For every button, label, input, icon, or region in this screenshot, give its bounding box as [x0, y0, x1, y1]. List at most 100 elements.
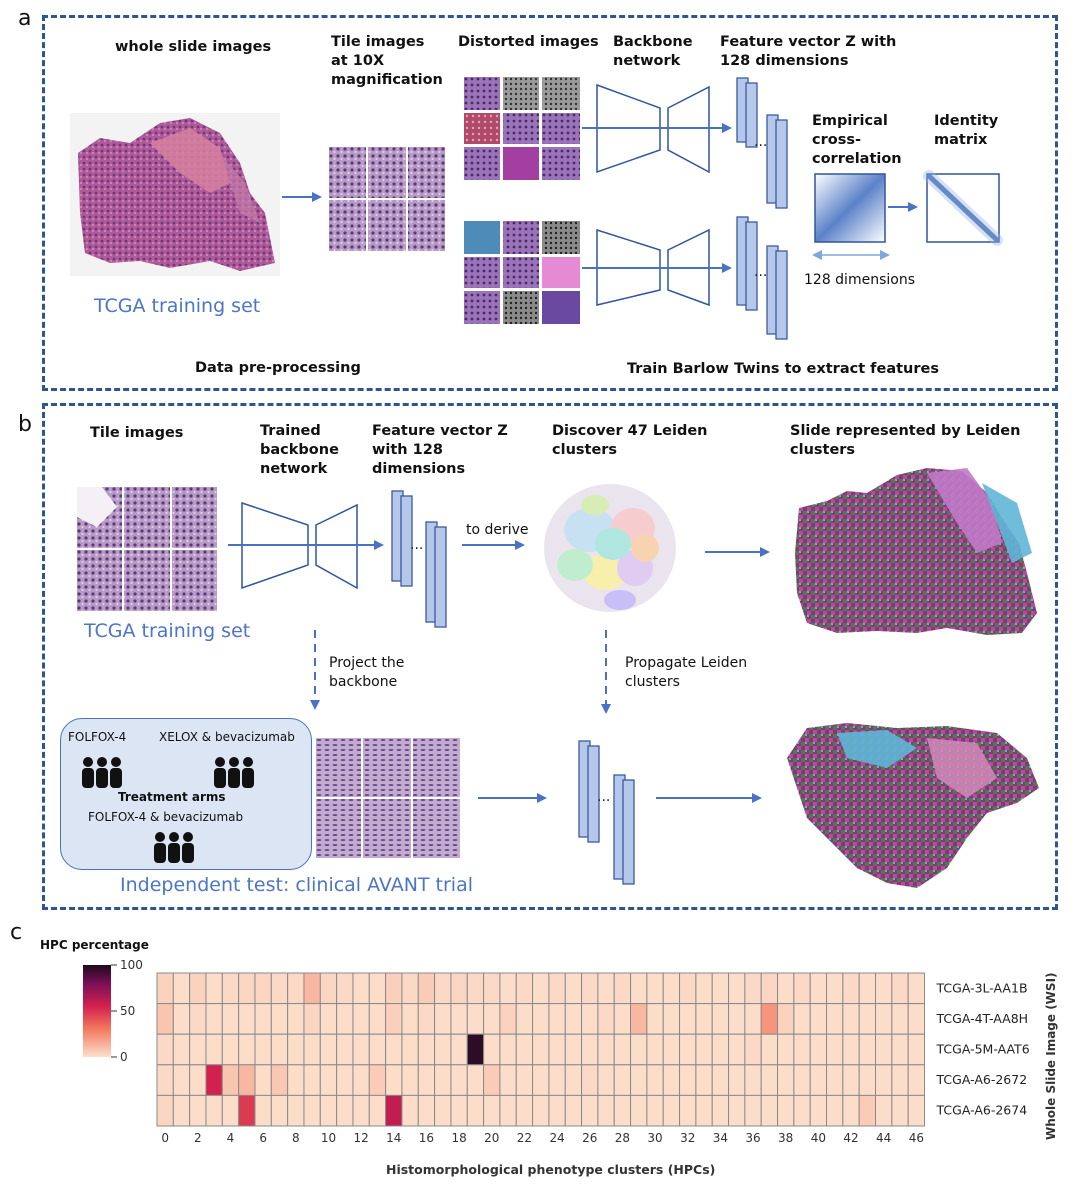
heatmap-cell	[336, 1003, 354, 1035]
heatmap-cell	[270, 1003, 289, 1035]
heatmap-cell	[630, 1003, 648, 1035]
heatmap-cell	[189, 1033, 207, 1066]
heatmap-cell	[205, 1003, 223, 1035]
colorbar-title: HPC percentage	[40, 938, 149, 952]
heatmap-cell	[581, 1003, 599, 1035]
heatmap-cell	[907, 1094, 926, 1127]
heatmap-cell	[744, 1033, 762, 1066]
heatmap-cell	[238, 1003, 256, 1035]
heatmap-cell	[287, 1003, 305, 1035]
heatmap-cell	[254, 1064, 272, 1096]
heatmap-cell	[483, 1003, 501, 1035]
heatmap-cell	[744, 1003, 762, 1035]
heatmap-cell	[172, 1033, 191, 1066]
heatmap-cell	[319, 972, 338, 1005]
colorbar-tick-label: 100	[120, 958, 143, 972]
y-row-label: TCGA-4T-AA8H	[936, 1011, 1029, 1026]
crosscorr-matrix	[814, 173, 886, 243]
treatment-arms-title: Treatment arms	[118, 790, 226, 804]
heatmap-cell	[695, 972, 713, 1005]
heatmap-cell	[858, 1003, 877, 1035]
feature-vector-top	[736, 77, 788, 209]
heatmap-cell	[564, 972, 583, 1005]
heatmap-cell	[793, 1033, 811, 1066]
heatmap-cell	[270, 1094, 289, 1127]
heatmap-cell	[809, 972, 828, 1005]
x-tick-label: 42	[843, 1131, 858, 1145]
slide-leiden-map-tcga	[795, 468, 1037, 635]
heatmap-cell	[401, 1003, 419, 1035]
heatmap-cell	[793, 1003, 811, 1035]
arm-xelox: XELOX & bevacizumab	[159, 730, 295, 744]
heatmap-cell	[613, 1033, 632, 1066]
heatmap-cell	[287, 1064, 305, 1096]
heatmap-cell	[336, 1064, 354, 1096]
dims-label: 128 dimensions	[804, 272, 915, 288]
heatmap-cell	[728, 1094, 746, 1127]
x-tick-label: 22	[517, 1131, 532, 1145]
heatmap-cell	[270, 1064, 289, 1096]
heatmap-cell	[826, 1003, 844, 1035]
heatmap-cell	[336, 972, 354, 1005]
heatmap-cell	[842, 972, 860, 1005]
heatmap-cell	[532, 1003, 550, 1035]
colorbar-tick-label: 0	[120, 1050, 128, 1064]
heatmap-cell	[189, 972, 207, 1005]
heatmap-cell	[695, 1033, 713, 1066]
heatmap-cell	[221, 1003, 240, 1035]
heatmap-cell	[401, 1064, 419, 1096]
panel-a-letter: a	[18, 6, 32, 31]
y-row-label: TCGA-A6-2674	[936, 1103, 1028, 1118]
heatmap-cell	[875, 1033, 893, 1066]
heatmap-cell	[744, 1094, 762, 1127]
x-tick-label: 46	[909, 1131, 924, 1145]
heatmap-cell	[662, 1064, 681, 1096]
heatmap-cell	[156, 1064, 174, 1096]
heatmap-cell	[597, 1064, 615, 1096]
heatmap-cell	[385, 1064, 403, 1096]
heatmap-cell	[532, 972, 550, 1005]
heatmap-cell	[483, 1094, 501, 1127]
heatmap-cell	[532, 1033, 550, 1066]
heatmap-cell	[760, 1064, 779, 1096]
heatmap-cell	[221, 1033, 240, 1066]
heatmap-cell	[907, 972, 926, 1005]
training-set-label-b: TCGA training set	[84, 620, 251, 642]
panel-a-graphics: ··· ···	[282, 77, 1003, 340]
heatmap-cell	[630, 972, 648, 1005]
heatmap-cell	[156, 1003, 174, 1035]
backbone-network-top	[596, 83, 710, 174]
heatmap-cell	[221, 1064, 240, 1096]
heatmap-cell	[777, 1003, 795, 1035]
heatmap-cell	[385, 1094, 403, 1127]
heatmap-cell	[728, 972, 746, 1005]
heatmap-cell	[662, 1094, 681, 1127]
heatmap-cell	[597, 1003, 615, 1035]
tile-images-b	[77, 487, 217, 611]
heatmap-cell	[891, 1064, 909, 1096]
heatmap-cell	[368, 1003, 387, 1035]
x-tick-label: 14	[386, 1131, 401, 1145]
heatmap-cell	[205, 972, 223, 1005]
heatmap-cell	[238, 972, 256, 1005]
heatmap-cell	[760, 1003, 779, 1035]
heatmap-cell	[842, 1094, 860, 1127]
heatmap-cell	[417, 972, 436, 1005]
heatmap-cell	[891, 1033, 909, 1066]
x-tick-label: 32	[680, 1131, 695, 1145]
heatmap-cell	[613, 972, 632, 1005]
heatmap-cell	[287, 1094, 305, 1127]
heatmap-cell	[238, 1094, 256, 1127]
heatmap-cell	[777, 972, 795, 1005]
heatmap-cell	[434, 972, 452, 1005]
heatmap-cell	[630, 1094, 648, 1127]
heatmap-cell	[826, 1033, 844, 1066]
heatmap-cell	[777, 1094, 795, 1127]
heatmap-cell	[581, 972, 599, 1005]
heatmap-cell	[319, 1064, 338, 1096]
heatmap-cell	[695, 1064, 713, 1096]
